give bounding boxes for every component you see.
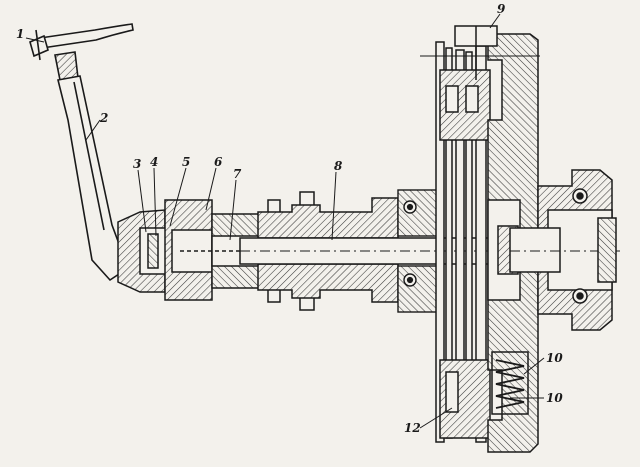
- callout-7: 7: [233, 167, 242, 181]
- callout-1: 1: [16, 27, 24, 41]
- callout-2: 2: [99, 111, 108, 125]
- callout-10-lower: 10: [546, 391, 563, 405]
- callout-9: 9: [497, 2, 506, 16]
- callout-10-upper: 10: [546, 351, 563, 365]
- callout-12: 12: [404, 421, 421, 435]
- callout-labels: 1 2 3 4 5 6 7 8 9 10 10 12: [16, 2, 563, 435]
- shaft-bearings: [397, 189, 443, 313]
- release-housing: [117, 199, 261, 301]
- leader-lines: [25, 13, 545, 429]
- callout-5: 5: [182, 155, 190, 169]
- callout-6: 6: [214, 155, 223, 169]
- callout-4: 4: [150, 155, 158, 169]
- callout-3: 3: [133, 157, 141, 171]
- output-bearing-assembly: [509, 169, 620, 331]
- callout-8: 8: [334, 159, 343, 173]
